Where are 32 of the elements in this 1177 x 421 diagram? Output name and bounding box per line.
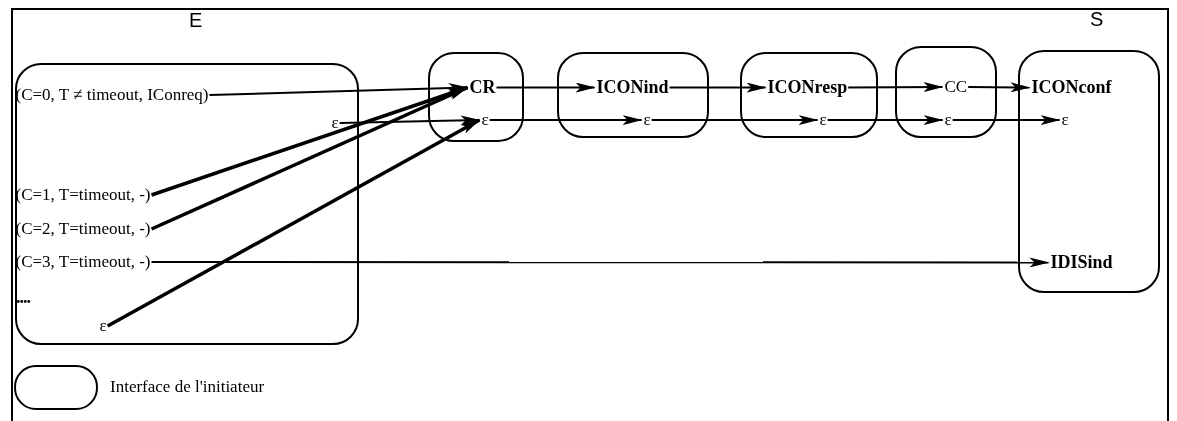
state-label: ICONresp	[767, 76, 848, 97]
rounded-box	[557, 52, 709, 138]
arrow	[488, 115, 643, 125]
rounded-box	[740, 52, 878, 138]
arrow	[668, 82, 767, 93]
state-label: ε	[819, 109, 827, 129]
arrow	[847, 82, 944, 93]
state-label: CR	[469, 76, 496, 97]
state-label: ε	[944, 109, 952, 129]
arrow	[967, 82, 1031, 93]
box-heading: S	[1090, 8, 1104, 31]
ellipsis-label: ....	[16, 287, 30, 308]
arrow	[951, 115, 1061, 125]
state-label: ICONind	[596, 76, 669, 97]
arrow	[150, 257, 1050, 268]
state-label: ICONconf	[1031, 76, 1112, 97]
arrow	[106, 118, 481, 328]
box-heading: E	[189, 9, 203, 32]
state-label: ε	[1061, 109, 1069, 129]
rounded-box	[428, 52, 524, 142]
arrow	[495, 82, 596, 93]
state-label: ε	[99, 315, 107, 335]
rounded-box	[895, 46, 997, 138]
state-label: ε	[481, 109, 489, 129]
state-label: ε	[643, 109, 651, 129]
state-label: CC	[944, 76, 968, 96]
state-label: IDISind	[1050, 251, 1113, 272]
arrow	[150, 85, 469, 231]
legend-label: Interface de l'initiateur	[110, 377, 265, 397]
arrow	[826, 115, 944, 125]
state-label: ε	[331, 112, 339, 132]
arrow	[650, 115, 819, 125]
